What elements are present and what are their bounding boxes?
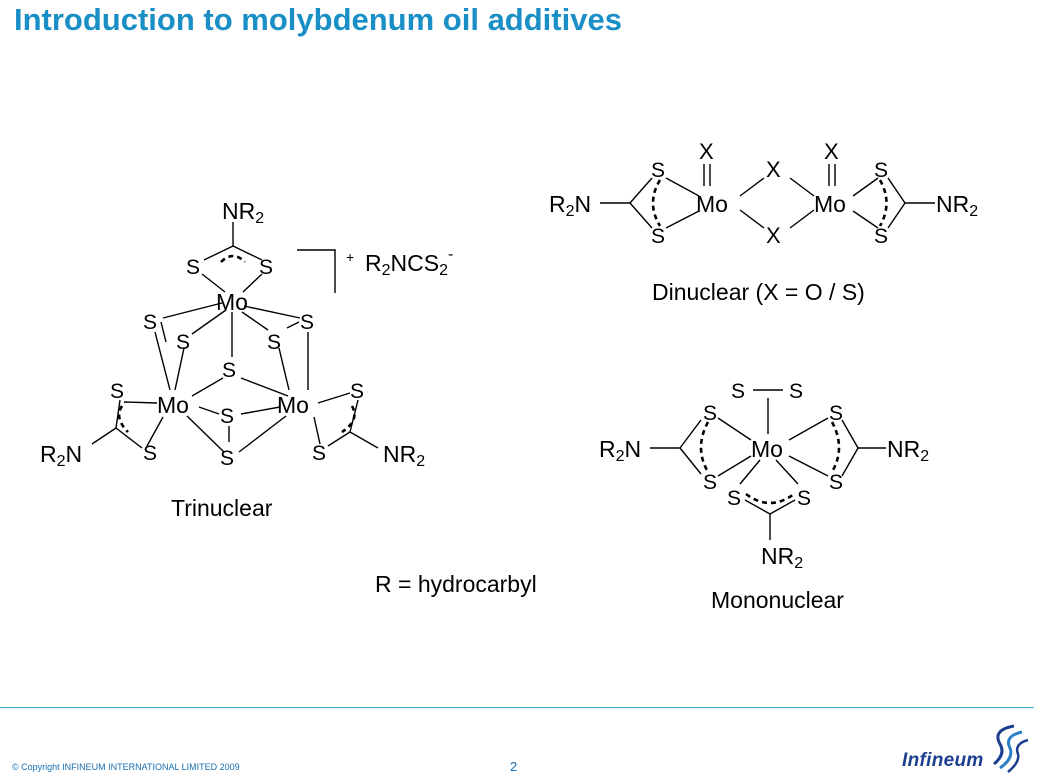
svg-text:NR2: NR2: [383, 441, 425, 470]
svg-text:S: S: [789, 380, 803, 403]
svg-text:S: S: [110, 380, 124, 403]
svg-text:Mo: Mo: [277, 392, 309, 418]
svg-text:NR2: NR2: [222, 198, 264, 227]
svg-text:NR2: NR2: [936, 191, 978, 220]
trinuclear-structure: NR2 S S Mo S S S S S S Mo Mo S S S S S R…: [40, 198, 453, 521]
swoosh-icon: [993, 724, 1029, 773]
svg-text:S: S: [143, 311, 157, 334]
svg-text:Mo: Mo: [814, 191, 846, 217]
svg-text:S: S: [703, 402, 717, 425]
svg-text:S: S: [222, 359, 236, 382]
mononuclear-label: Mononuclear: [711, 587, 844, 613]
footer-divider: [0, 707, 1034, 708]
logo-wordmark: Infineum: [902, 750, 984, 771]
trinuclear-label: Trinuclear: [171, 495, 273, 521]
svg-text:S: S: [220, 447, 234, 470]
copyright-notice: © Copyright INFINEUM INTERNATIONAL LIMIT…: [12, 762, 240, 772]
svg-text:Mo: Mo: [696, 191, 728, 217]
dinuclear-label: Dinuclear (X = O / S): [652, 279, 865, 305]
svg-text:S: S: [874, 159, 888, 182]
mononuclear-structure: S S S S R2N Mo NR2 S S S S NR2 Mononucle…: [599, 380, 929, 613]
svg-text:X: X: [699, 139, 714, 164]
svg-text:X: X: [824, 139, 839, 164]
svg-text:S: S: [829, 402, 843, 425]
svg-text:S: S: [220, 405, 234, 428]
svg-text:X: X: [766, 157, 781, 182]
svg-text:R2N: R2N: [599, 436, 641, 465]
svg-text:S: S: [874, 225, 888, 248]
svg-text:S: S: [829, 471, 843, 494]
svg-text:Mo: Mo: [216, 289, 248, 315]
svg-text:Mo: Mo: [157, 392, 189, 418]
svg-text:S: S: [727, 487, 741, 510]
svg-text:Mo: Mo: [751, 436, 783, 462]
svg-text:S: S: [186, 256, 200, 279]
svg-text:S: S: [312, 442, 326, 465]
slide-title: Introduction to molybdenum oil additives: [14, 2, 622, 37]
svg-text:NR2: NR2: [887, 436, 929, 465]
svg-text:S: S: [176, 331, 190, 354]
svg-text:R2N: R2N: [40, 441, 82, 470]
svg-text:X: X: [766, 223, 781, 248]
svg-text:S: S: [300, 311, 314, 334]
svg-text:S: S: [143, 442, 157, 465]
svg-text:+: +: [346, 249, 354, 265]
molybdenum-structures-diagram: NR2 S S Mo S S S S S S Mo Mo S S S S S R…: [40, 139, 978, 613]
svg-text:S: S: [651, 225, 665, 248]
svg-text:NR2: NR2: [761, 543, 803, 572]
svg-text:S: S: [267, 331, 281, 354]
svg-text:S: S: [797, 487, 811, 510]
svg-text:S: S: [259, 256, 273, 279]
infineum-logo: Infineum: [896, 722, 1036, 774]
svg-text:R2N: R2N: [549, 191, 591, 220]
svg-text:R2NCS2-: R2NCS2-: [365, 246, 453, 279]
svg-text:S: S: [651, 159, 665, 182]
svg-text:S: S: [731, 380, 745, 403]
r-definition: R = hydrocarbyl: [375, 571, 537, 597]
page-number: 2: [510, 759, 518, 774]
svg-text:S: S: [703, 471, 717, 494]
svg-text:S: S: [350, 380, 364, 403]
dinuclear-structure: R2N S S X Mo X X X Mo S S NR2 Dinuclear …: [549, 139, 978, 305]
